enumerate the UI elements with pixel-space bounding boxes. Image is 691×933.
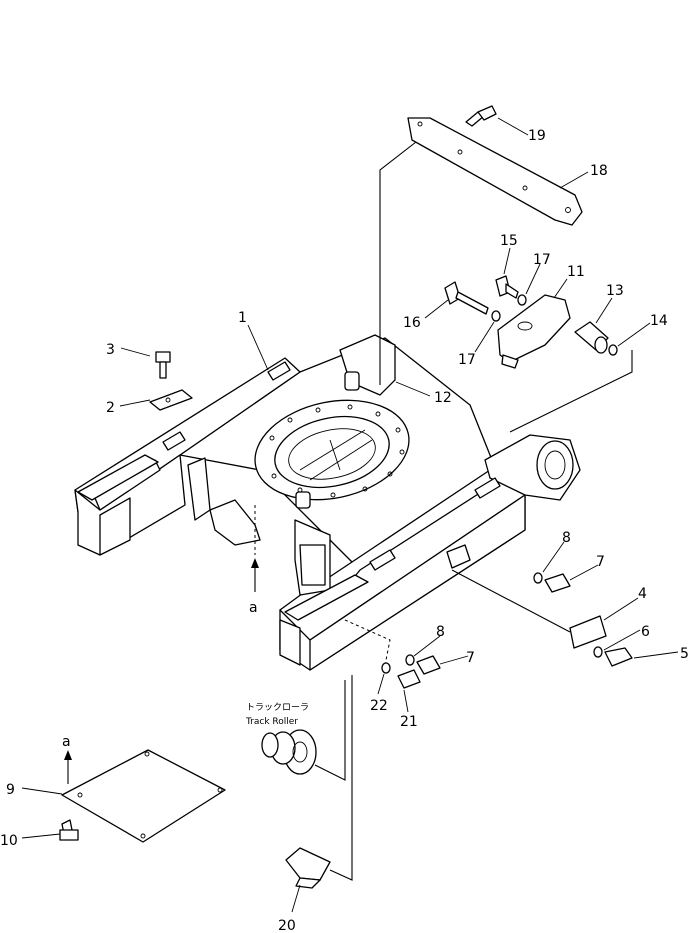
guard-20	[285, 847, 331, 889]
washer-17-lower	[491, 310, 501, 322]
leader-lines	[21, 117, 679, 913]
callout-4: 4	[638, 586, 647, 602]
track-roller	[261, 729, 317, 775]
bolt-10	[59, 819, 79, 841]
callout-17-upper: 17	[533, 252, 551, 268]
bolt-16	[444, 281, 489, 315]
callout-2: 2	[106, 400, 115, 416]
callout-12: 12	[434, 390, 452, 406]
callout-19: 19	[528, 128, 546, 144]
callout-labels: 1 2 3 4 5 6 7 7 8 8 9 10 11 12 13 14 15 …	[0, 128, 689, 933]
callout-10: 10	[0, 833, 18, 849]
callout-8-lower: 8	[436, 624, 445, 640]
track-frame	[74, 334, 581, 671]
washer-14	[608, 344, 618, 356]
callout-22: 22	[370, 698, 388, 714]
cover-plate-9	[61, 749, 226, 843]
callout-6: 6	[641, 624, 650, 640]
callout-3: 3	[106, 342, 115, 358]
arrow-view-a-upper	[251, 558, 259, 592]
callout-7-lower: 7	[466, 650, 475, 666]
plate-4	[569, 615, 607, 649]
callout-16: 16	[403, 315, 421, 331]
washer-22	[381, 662, 391, 674]
bolt-19	[465, 105, 497, 127]
arrow-view-a-lower	[64, 750, 72, 784]
callout-20: 20	[278, 918, 296, 933]
plate-2	[149, 389, 193, 411]
pin-13	[574, 321, 609, 354]
bolt-15	[495, 275, 519, 299]
view-marker-a-lower: a	[62, 734, 71, 750]
bolt-5	[604, 647, 633, 667]
washer-17-upper	[517, 294, 527, 306]
washer-8-lower	[405, 654, 415, 666]
callout-17-lower: 17	[458, 352, 476, 368]
bolt-7-lower	[416, 655, 441, 675]
callout-8-upper: 8	[562, 530, 571, 546]
callout-21: 21	[400, 714, 418, 730]
callout-14: 14	[650, 313, 668, 329]
callout-1: 1	[238, 310, 247, 326]
bolt-3	[155, 351, 171, 379]
callout-11: 11	[567, 264, 585, 280]
callout-15: 15	[500, 233, 518, 249]
view-marker-a-upper: a	[249, 600, 258, 616]
bolt-7-upper	[544, 573, 571, 593]
bolt-21	[397, 669, 421, 689]
washer-8-upper	[533, 572, 543, 584]
cover-plate-18	[407, 117, 583, 226]
callout-13: 13	[606, 283, 624, 299]
callout-7-upper: 7	[596, 554, 605, 570]
track-roller-label-en: Track Roller	[245, 717, 298, 727]
track-roller-label-jp: トラックローラ	[246, 702, 309, 713]
callout-5: 5	[680, 646, 689, 662]
cover-plate-11	[497, 294, 571, 369]
washer-6	[593, 646, 603, 658]
callout-18: 18	[590, 163, 608, 179]
callout-9: 9	[6, 782, 15, 798]
